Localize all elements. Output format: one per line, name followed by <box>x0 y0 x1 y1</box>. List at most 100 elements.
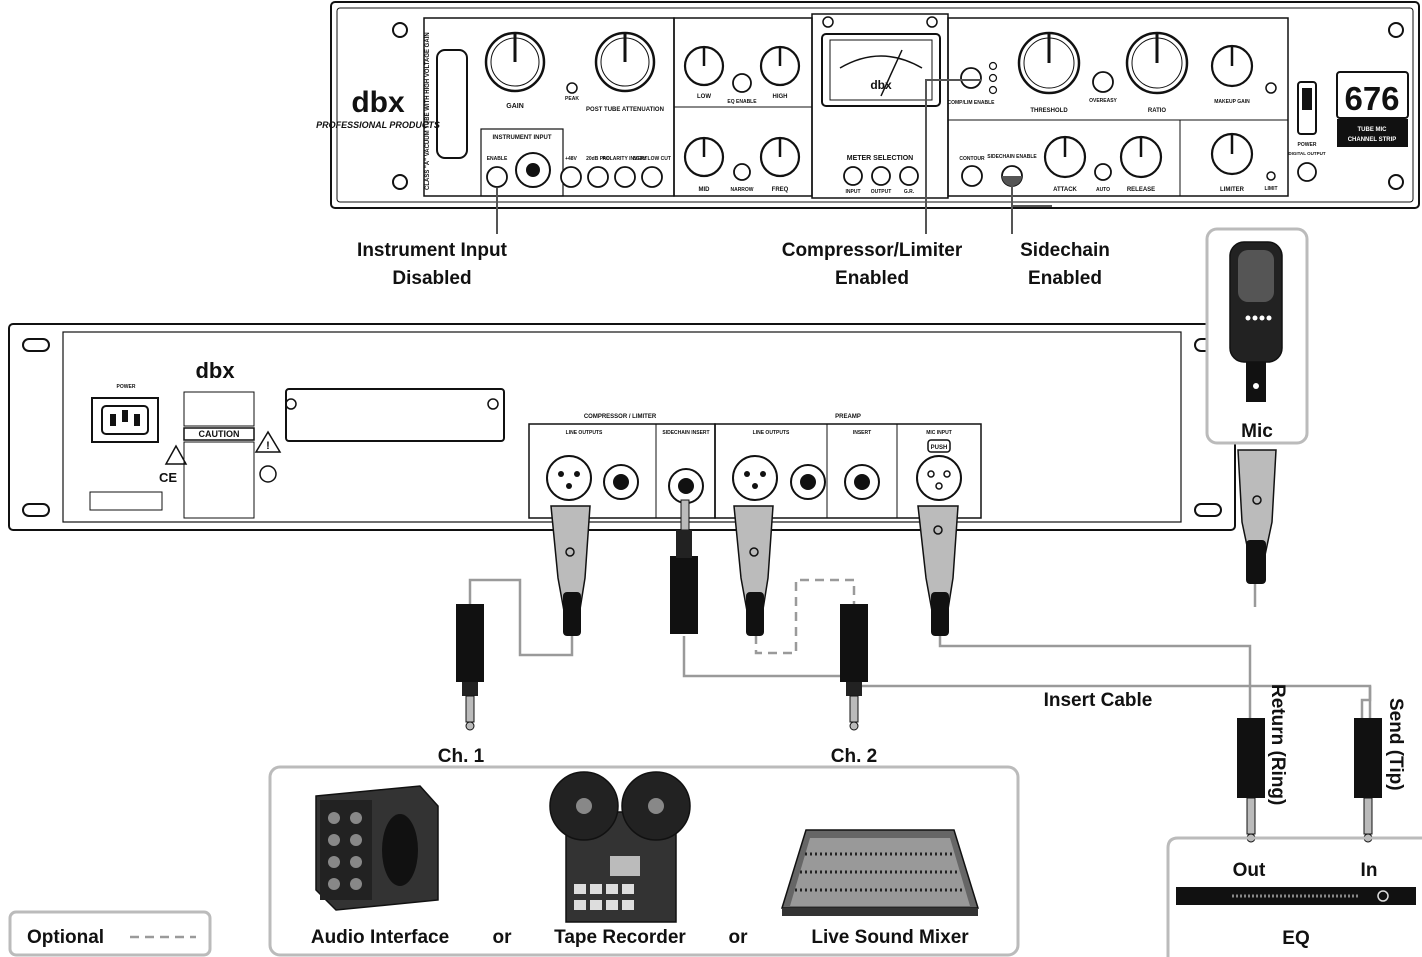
trs-plug-icon <box>670 499 698 634</box>
attack-label: ATTACK <box>1053 187 1077 193</box>
xlr-plug-icon <box>1237 449 1277 584</box>
digital-output-button[interactable] <box>1297 162 1317 182</box>
enable-label: ENABLE <box>487 156 508 162</box>
model-sub2: CHANNEL STRIP <box>1348 137 1397 143</box>
meter-gr-button[interactable] <box>899 166 919 186</box>
meter-needle <box>880 49 903 97</box>
lowcut-label: 80 Hz LOW CUT <box>633 156 671 162</box>
or-label: or <box>729 927 749 948</box>
attack-knob[interactable] <box>1043 135 1087 179</box>
contour-button[interactable] <box>961 165 983 187</box>
low-cut-button[interactable] <box>641 166 663 188</box>
comp-xlr-output-jack[interactable] <box>546 455 592 501</box>
mid-knob[interactable] <box>683 136 725 178</box>
gain-knob[interactable] <box>484 31 546 93</box>
warning-triangle-icon <box>254 430 282 453</box>
mic-input-label: MIC INPUT <box>926 430 952 436</box>
threshold-knob[interactable] <box>1017 31 1081 95</box>
post-tube-attenuation-knob[interactable] <box>594 31 656 93</box>
instrument-enable-button[interactable] <box>486 166 508 188</box>
return-ring-label: Return (Ring) <box>1267 684 1288 805</box>
power-label: POWER <box>1298 142 1317 148</box>
trs-plug-icon <box>456 604 484 731</box>
tape-recorder-icon <box>549 771 691 923</box>
audio-interface-icon <box>315 785 439 911</box>
out-label: Out <box>1233 860 1266 881</box>
rear-panel: dbx POWER CAUTION ! CE COMPRESSOR / LIMI… <box>8 323 1236 531</box>
freq-knob[interactable] <box>759 136 801 178</box>
rack-hole-icon <box>22 338 50 352</box>
ratio-label: RATIO <box>1148 108 1167 114</box>
release-label: RELEASE <box>1127 187 1155 193</box>
gain-label: GAIN <box>506 103 524 110</box>
peak-led <box>1265 82 1277 94</box>
ch1-label: Ch. 1 <box>438 746 485 767</box>
mic-input-xlr-jack[interactable] <box>916 455 962 501</box>
meter-selection-label: METER SELECTION <box>847 155 914 162</box>
optional-dashed-cable <box>754 578 856 655</box>
meter-input-label: INPUT <box>846 189 861 195</box>
tube-window <box>436 49 468 159</box>
complim-line1: Compressor/Limiter <box>781 240 963 261</box>
eq-enable-label: EQ ENABLE <box>727 99 757 105</box>
freq-label: FREQ <box>772 187 789 193</box>
limiter-label: LIMITER <box>1220 187 1245 193</box>
or-label: or <box>493 927 513 948</box>
sidechain-enable-label: SIDECHAIN ENABLE <box>987 154 1037 160</box>
meter-input-button[interactable] <box>843 166 863 186</box>
narrow-label: NARROW <box>730 187 753 193</box>
narrow-button[interactable] <box>733 163 751 181</box>
line-outputs-label: LINE OUTPUTS <box>566 430 603 436</box>
instrument-input-label: INSTRUMENT INPUT <box>493 135 552 141</box>
polarity-button[interactable] <box>614 166 636 188</box>
xlr-plug-icon <box>733 505 774 636</box>
limiter-knob[interactable] <box>1210 132 1254 176</box>
front-brand: dbx <box>351 86 405 119</box>
front-brand-sub: PROFESSIONAL PRODUCTS <box>316 120 440 130</box>
screw-icon <box>285 398 297 410</box>
auto-button[interactable] <box>1094 163 1112 181</box>
front-panel: dbx PROFESSIONAL PRODUCTS CLASS "A" VACU… <box>316 1 1420 209</box>
xlr-plug-icon <box>550 505 591 636</box>
sidechain-insert-label: SIDECHAIN INSERT <box>662 430 709 436</box>
in-label: In <box>1361 860 1378 881</box>
auto-label: AUTO <box>1096 187 1110 193</box>
ul-mark-icon <box>259 465 277 483</box>
send-tip-label: Send (Tip) <box>1385 698 1406 791</box>
insert-cable-label: Insert Cable <box>1044 690 1153 711</box>
vu-meter <box>821 33 941 107</box>
phantom-power-button[interactable] <box>560 166 582 188</box>
meter-output-button[interactable] <box>871 166 891 186</box>
rack-hole-icon <box>1194 503 1222 517</box>
low-knob[interactable] <box>683 45 725 87</box>
meter-screw-icon <box>822 16 834 28</box>
instrument-input-line1: Instrument Input <box>357 240 507 261</box>
sidechain-enable-button[interactable] <box>1001 165 1023 187</box>
rack-screw-icon <box>392 174 408 190</box>
instrument-input-callout: Instrument Input Disabled <box>330 237 534 293</box>
release-knob[interactable] <box>1119 135 1163 179</box>
ch2-label: Ch. 2 <box>831 746 877 767</box>
power-label: POWER <box>117 384 136 390</box>
preamp-label: PREAMP <box>835 414 861 420</box>
cables <box>468 547 1372 718</box>
sidechain-line2: Enabled <box>1028 268 1102 289</box>
rear-brand: dbx <box>195 358 235 383</box>
pad-button[interactable] <box>587 166 609 188</box>
makeup-gain-knob[interactable] <box>1210 44 1254 88</box>
model-number: 676 <box>1344 80 1399 117</box>
high-knob[interactable] <box>759 45 801 87</box>
limit-label: LIMIT <box>1264 186 1277 192</box>
comp-lim-enable-button[interactable] <box>960 67 982 89</box>
overeasy-button[interactable] <box>1092 71 1114 93</box>
rack-screw-icon <box>1388 174 1404 190</box>
limit-led <box>1266 171 1276 181</box>
ratio-knob[interactable] <box>1125 31 1189 95</box>
microphone-icon <box>1229 241 1283 402</box>
model-sub1: TUBE MIC <box>1358 127 1388 133</box>
digital-output-label: DIGITAL OUTPUT <box>1288 151 1326 156</box>
instrument-jack[interactable] <box>515 152 551 188</box>
eq-enable-button[interactable] <box>732 73 752 93</box>
tape-recorder-label: Tape Recorder <box>554 927 686 948</box>
preamp-xlr-output-jack[interactable] <box>732 455 778 501</box>
